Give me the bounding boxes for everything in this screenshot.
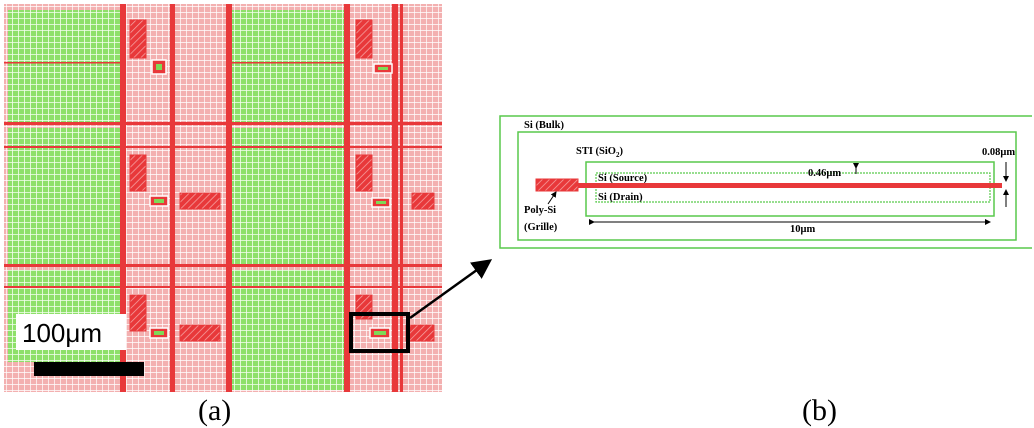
drain-label: Si (Drain) (598, 192, 643, 203)
caption-b: (b) (802, 394, 837, 427)
horizontal-metal-lines (4, 62, 442, 288)
layout-panel-a: 100μm (4, 4, 442, 392)
zoom-arrow (409, 259, 493, 320)
contacts (149, 59, 393, 339)
bulk-outer-outline (499, 115, 1032, 249)
caption-a: (a) (198, 394, 231, 427)
schematic-panel-b: Si (Bulk) STI (SiO2) Si (Source) Si (Dra… (499, 115, 1032, 249)
gate-role-label: (Grille) (524, 222, 558, 233)
width-right-label: 0.08μm (982, 147, 1015, 158)
active-regions (8, 10, 344, 390)
source-label: Si (Source) (598, 173, 648, 184)
gate-pointer-arrow (547, 191, 557, 205)
sti-region (585, 161, 995, 217)
width-small-label: 0.46μm (808, 168, 841, 179)
length-label: 10μm (790, 224, 815, 235)
gate-line (578, 183, 1002, 188)
scale-bar-label: 100μm (22, 318, 102, 348)
bulk-label: Si (Bulk) (524, 120, 564, 131)
scale-bar (34, 362, 144, 376)
bulk-region (517, 131, 1017, 241)
scale-label-background (16, 314, 126, 350)
vertical-metal-lines (120, 4, 403, 392)
zoom-highlight-box (349, 312, 410, 353)
hatched-devices (129, 19, 435, 342)
gate-pad (535, 178, 579, 192)
sti-label: STI (SiO2) (576, 146, 623, 159)
gate-material-label: Poly-Si (524, 205, 556, 216)
